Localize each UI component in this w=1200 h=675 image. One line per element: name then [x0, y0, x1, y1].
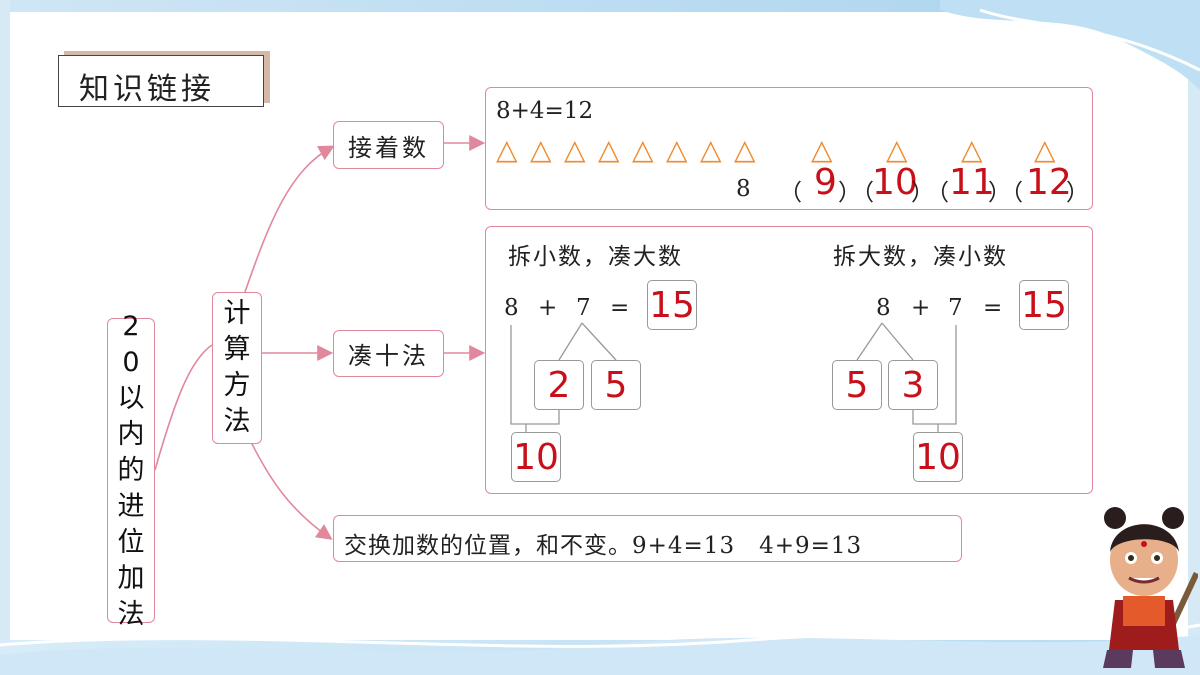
make-ten-example-box: 拆小数，凑大数 拆大数，凑小数 8 + 7 = 15 2 5 10 8 + 7 … — [485, 226, 1093, 494]
open-paren: （ — [1000, 180, 1023, 206]
right-frame-band — [1188, 0, 1200, 675]
triangle-icon: △ — [1034, 133, 1056, 166]
left-frame-band — [0, 0, 10, 675]
open-paren: （ — [851, 180, 874, 206]
section-title: 知识链接 — [79, 72, 215, 107]
method-box: 计算方法 — [212, 292, 262, 444]
right-equals: = — [983, 295, 1003, 321]
triangle-icon: △ — [700, 133, 722, 166]
swap-rule-box: 交换加数的位置，和不变。9+4=13 4+9=13 — [333, 515, 962, 562]
top-frame-band — [0, 0, 1200, 12]
right-addend-a: 8 — [876, 295, 891, 321]
left-split-2: 5 — [591, 360, 641, 410]
root-topic-box: 20以内的进位加法 — [107, 311, 155, 630]
bottom-wave-decoration — [0, 623, 1200, 675]
triangle-icon: △ — [886, 133, 908, 166]
triangle-icon: △ — [632, 133, 654, 166]
triangle-icon: △ — [530, 133, 552, 166]
open-paren: （ — [926, 180, 949, 206]
make-ten-label: 凑十法 — [348, 342, 429, 370]
split-tree-lines — [510, 322, 957, 432]
swap-rule-text: 交换加数的位置，和不变。9+4=13 4+9=13 — [344, 533, 863, 559]
right-split-1: 5 — [832, 360, 882, 410]
method-to-swap-arrow — [249, 439, 333, 540]
root-topic-label: 20以内的进位加法 — [117, 310, 145, 630]
left-method-title: 拆小数，凑大数 — [508, 244, 683, 270]
right-method-title: 拆大数，凑小数 — [833, 244, 1008, 270]
left-equals: = — [610, 295, 630, 321]
count-on-start: 8 — [736, 176, 751, 202]
count-answer-2: 10 — [872, 162, 918, 203]
close-paren: ） — [838, 180, 861, 206]
make-ten-box: 凑十法 — [333, 330, 444, 377]
count-on-box: 接着数 — [333, 121, 444, 169]
left-addend-b: 7 — [576, 295, 591, 321]
left-ten-box: 10 — [511, 432, 561, 482]
cartoon-character-illustration — [1103, 507, 1198, 668]
close-paren: ） — [911, 180, 934, 206]
triangle-icon: △ — [598, 133, 620, 166]
left-split-1: 2 — [534, 360, 584, 410]
triangle-icon: △ — [811, 133, 833, 166]
open-paren: （ — [779, 180, 802, 206]
count-on-example-box: 8+4=12 △ △ △ △ △ △ △ △ △ △ △ △ 8 （ 9 ） （… — [485, 87, 1093, 210]
method-to-count-on-arrow — [244, 145, 335, 293]
close-paren: ） — [988, 180, 1011, 206]
count-on-label: 接着数 — [348, 133, 429, 162]
section-title-tag: 知识链接 — [58, 55, 264, 107]
right-ten-box: 10 — [913, 432, 963, 482]
right-addend-b: 7 — [948, 295, 963, 321]
left-result-box: 15 — [647, 280, 697, 330]
triangle-icon: △ — [961, 133, 983, 166]
root-to-method-line — [154, 344, 213, 471]
triangle-icon: △ — [734, 133, 756, 166]
right-plus: + — [911, 295, 931, 321]
triangle-icon: △ — [666, 133, 688, 166]
left-addend-a: 8 — [504, 295, 519, 321]
close-paren: ） — [1066, 180, 1089, 206]
count-answer-4: 12 — [1026, 162, 1072, 203]
left-plus: + — [538, 295, 558, 321]
triangle-icon: △ — [496, 133, 518, 166]
count-on-equation: 8+4=12 — [496, 98, 594, 124]
right-result-box: 15 — [1019, 280, 1069, 330]
triangle-icon: △ — [564, 133, 586, 166]
right-split-2: 3 — [888, 360, 938, 410]
count-answer-3: 11 — [949, 162, 995, 203]
top-right-wave-decoration — [940, 0, 1200, 90]
count-answer-1: 9 — [814, 162, 837, 203]
method-label: 计算方法 — [223, 298, 251, 437]
